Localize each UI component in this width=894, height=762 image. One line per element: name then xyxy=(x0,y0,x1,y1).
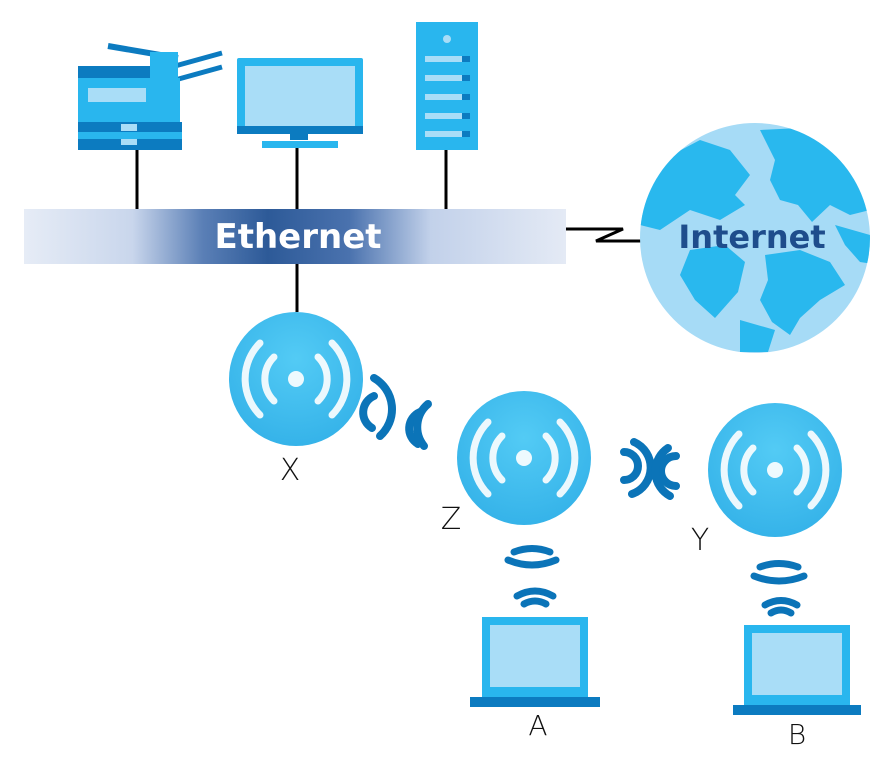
printer-icon xyxy=(78,43,223,150)
label-b: B xyxy=(788,718,806,751)
wireless-link-z-y-icon xyxy=(620,438,680,500)
access-point-x xyxy=(229,312,363,446)
wireless-link-y-b-icon xyxy=(750,560,808,617)
ethernet-label: Ethernet xyxy=(214,217,381,257)
access-point-z xyxy=(457,391,591,525)
internet-label: Internet xyxy=(678,218,825,256)
server-icon xyxy=(416,22,478,150)
label-x: X xyxy=(280,453,301,488)
wireless-link-z-a-icon xyxy=(504,545,560,608)
label-a: A xyxy=(528,709,547,742)
label-y: Y xyxy=(691,523,709,558)
monitor-icon xyxy=(237,58,363,148)
access-point-y xyxy=(708,403,842,537)
wired-connections xyxy=(135,148,641,312)
wireless-link-x-z-icon xyxy=(359,374,432,450)
internet-globe-icon: Internet xyxy=(640,123,870,353)
label-z: Z xyxy=(441,502,462,537)
laptop-a-icon xyxy=(470,617,600,707)
ethernet-bar: Ethernet xyxy=(24,209,566,264)
internet-link xyxy=(566,227,641,243)
laptop-b-icon xyxy=(733,625,861,715)
